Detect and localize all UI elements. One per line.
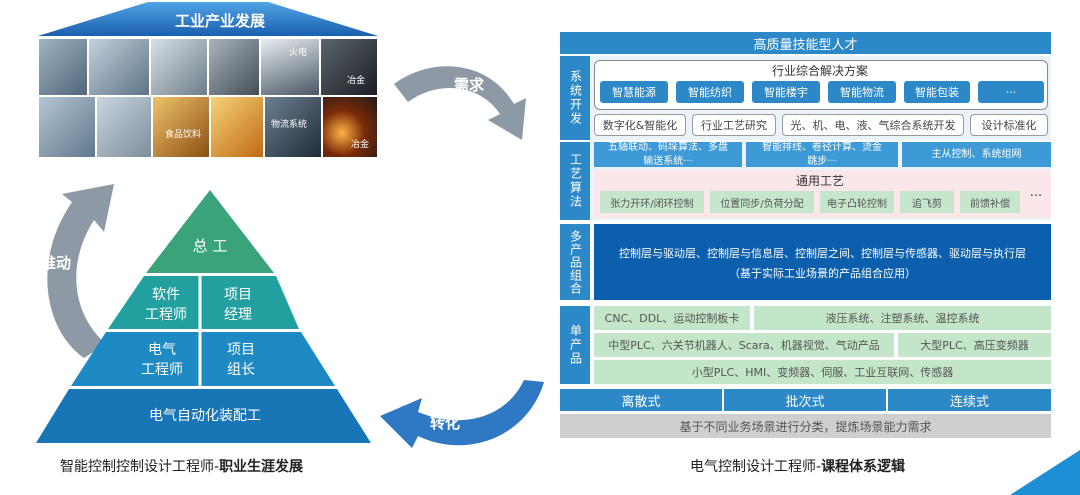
solution-smart-textile: 智能纺织 [676,81,744,103]
photo-label-metal: 冶金 [347,76,366,86]
transform-label: 转化 [429,413,460,432]
photo-assembly [96,96,152,158]
pyramid-base-assembler: 电气自动化装配工 [149,408,261,424]
photo-label-power: 火电 [289,48,308,58]
pyramid-project-manager: 项目 经理 [224,287,252,323]
general-position-sync: 位置同步/负荷分配 [710,191,814,213]
general-electronic-cam: 电子凸轮控制 [820,191,894,213]
photo-label-food: 食品饮料 [165,130,202,140]
single-cnc-ddl: CNC、DDL、运动控制板卡 [594,306,750,330]
label-process-algorithm: 工艺算法 [560,142,590,220]
outline-standardization: 设计标准化 [970,114,1048,136]
type-discrete: 离散式 [560,389,722,411]
right-caption-prefix: 电气控制设计工程师- [690,459,822,475]
solution-smart-packaging: 智能包装 [904,81,970,103]
process-five-axis: 五轴联动、码垛算法、多盘 输送系统··· [594,142,742,167]
single-large-plc: 大型PLC、高压变频器 [898,333,1051,357]
single-hydraulic: 液压系统、注塑系统、温控系统 [754,306,1051,330]
right-caption: 电气控制设计工程师-课程体系逻辑 [690,456,905,476]
photo-furnace: 冶金 [322,96,378,158]
photo-label-furnace: 冶金 [351,140,370,150]
general-process-title: 通用工艺 [795,173,844,188]
corner-decoration [1010,450,1080,495]
pyramid-top-chief-engineer: 总 工 [192,237,228,255]
label-multi-text: 多产品组合 [568,229,583,295]
right-caption-bold: 课程体系逻辑 [821,459,906,475]
label-system-dev: 系统开发 [560,56,590,140]
multi-product-box [594,224,1051,300]
general-flying-shear: 追飞剪 [900,191,954,213]
photo-bottles [210,96,264,158]
left-caption: 智能控制控制设计工程师-职业生涯发展 [60,456,303,476]
top-bar-talent: 高质量技能型人才 [560,32,1051,54]
pyramid-software-engineer: 软件 工程师 [145,287,187,323]
multi-product-line2: （基于实际工业场景的产品组合应用） [729,267,916,280]
photo-robot-arm [38,96,96,158]
type-continuous: 连续式 [888,389,1051,411]
photo-machinery [208,38,260,96]
photo-factory [88,38,150,96]
label-system-dev-text: 系统开发 [568,70,583,126]
photo-label-logistics: 物流系统 [271,120,308,130]
general-feedforward: 前馈补偿 [960,191,1020,213]
outline-digital-intelligent: 数字化&智能化 [594,114,686,136]
general-more: ··· [1029,188,1043,204]
outline-process-research: 行业工艺研究 [692,114,776,136]
single-medium-plc: 中型PLC、六关节机器人、Scara、机器视觉、气动产品 [594,333,894,357]
left-caption-prefix: 智能控制控制设计工程师- [60,459,220,475]
label-multi-product: 多产品组合 [560,224,590,300]
general-tension-control: 张力开环/闭环控制 [600,191,704,213]
process-smart-winding: 智能排线、卷径计算、烫金 跳步··· [746,142,898,167]
bottom-gray-bar: 基于不同业务场景进行分类，提炼场景能力需求 [560,414,1051,438]
outline-integrated-dev: 光、机、电、液、气综合系统开发 [782,114,964,136]
label-single-text: 单产品 [568,324,583,366]
collage-title: 工业产业发展 [174,11,265,30]
drive-arrow [47,184,115,358]
multi-product-line1: 控制层与驱动层、控制层与信息层、控制层之间、控制层与传感器、驱动层与执行层 [619,247,1026,260]
drive-label: 推动 [40,253,71,272]
photo-worker [150,38,208,96]
collage-header [38,2,378,36]
label-process-text: 工艺算法 [568,153,583,209]
photo-metallurgy: 冶金 [320,38,378,96]
label-single-product: 单产品 [560,306,590,384]
solution-smart-energy: 智慧能源 [600,81,668,103]
left-caption-bold: 职业生涯发展 [219,459,304,475]
photo-lab [38,38,88,96]
process-master-slave: 主从控制、系统组网 [902,142,1051,167]
transform-arrow [380,380,544,448]
photo-logistics: 物流系统 [264,96,322,158]
solution-more: ··· [978,81,1044,103]
pyramid-electrical-engineer: 电气 工程师 [141,342,183,378]
solution-smart-building: 智能楼宇 [752,81,820,103]
solutions-title: 行业综合解决方案 [771,63,868,78]
solution-smart-logistics: 智能物流 [828,81,896,103]
demand-arrow [394,66,526,140]
photo-food-beverage: 食品饮料 [152,96,210,158]
single-small-plc: 小型PLC、HMI、变频器、伺服、工业互联网、传感器 [594,360,1051,384]
demand-label: 需求 [453,75,484,94]
pyramid-project-leader: 项目 组长 [227,342,255,378]
type-batch: 批次式 [724,389,886,411]
photo-power-plant: 火电 [260,38,320,96]
solutions-box [594,60,1048,110]
